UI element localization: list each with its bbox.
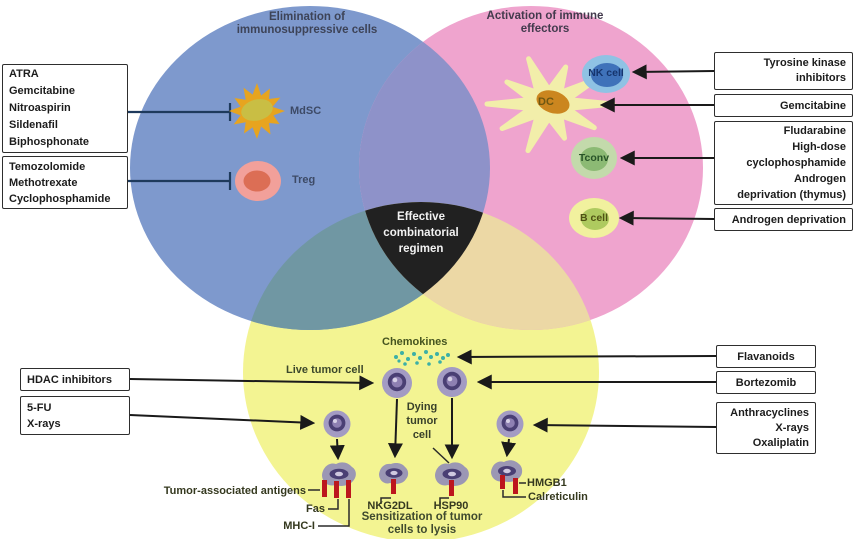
arrow-right-down: [501, 438, 517, 458]
sensitization-label: Sensitization of tumor cells to lysis: [361, 511, 483, 536]
pointer-lines: [308, 447, 526, 527]
tumor-cell-right: [496, 410, 524, 438]
calreticulin-label: Calreticulin: [528, 491, 588, 503]
box-flavanoids: Flavanoids: [716, 345, 816, 368]
dc-label: DC: [538, 96, 554, 108]
b-cell-nucleus: [581, 208, 609, 230]
box-hdac-inhibitors: HDAC inhibitors: [20, 368, 130, 391]
nk-cell-label: NK cell: [588, 67, 624, 79]
b-cell-label: B cell: [579, 212, 608, 224]
dying-arrows: [329, 398, 517, 461]
calreticulin-bar: [500, 475, 505, 489]
dying-tumor-cell-label: Dying tumor cell: [406, 401, 438, 441]
pointer-dying-cell: [432, 447, 450, 464]
pointer-hsp90: [439, 497, 449, 504]
box-gemcitabine: Gemcitabine: [714, 94, 853, 117]
box-5fu-xrays: 5-FU X-rays: [20, 396, 130, 435]
box-temozolomide-group: Temozolomide Methotrexate Cyclophosphami…: [2, 156, 128, 209]
center-region-label: Effective combinatorial regimen: [383, 211, 459, 255]
arrow-andro-to-bcell: [618, 210, 715, 226]
tumor-associated-antigens-label: Tumor-associated antigens: [163, 485, 306, 497]
blue-yellow-overlap: [243, 202, 490, 330]
box-atra-group: ATRA Gemcitabine Nitroaspirin Sildenafil…: [2, 64, 128, 153]
live-tumor-cell-2: [437, 367, 467, 397]
hmgb1-bar: [513, 478, 518, 494]
pointer-nkg2dl: [380, 497, 391, 504]
arrow-live1-down: [387, 398, 403, 459]
box-bortezomib: Bortezomib: [716, 371, 816, 394]
mdsc-nucleus: [241, 99, 273, 121]
chemokine-dots: [394, 350, 450, 366]
arrow-tki-to-nk: [631, 64, 715, 80]
dying-tumor-cell-4: [491, 460, 523, 482]
arrow-5fu-to-cell: [129, 414, 316, 430]
right-arrows: [599, 64, 715, 226]
dc-nucleus: [536, 90, 570, 114]
hmgb1-label: HMGB1: [527, 477, 567, 489]
dying-tumor-cell-2: [379, 463, 409, 484]
pink-circle-title: Activation of immune effectors: [486, 10, 604, 35]
nk-cell-nucleus: [591, 63, 623, 87]
taa-bar-2: [334, 481, 339, 498]
treg-nucleus: [243, 170, 271, 192]
taa-bar-1: [322, 480, 327, 497]
blue-circle-title: Elimination of immunosuppressive cells: [236, 11, 378, 36]
live-tumor-cell-label: Live tumor cell: [286, 364, 364, 376]
pointer-fas: [328, 499, 339, 510]
mhc1-label: MHC-I: [283, 520, 315, 532]
nkg2dl-label: NKG2DL: [367, 500, 413, 512]
chemokines-label: Chemokines: [382, 336, 448, 348]
tconv-label: Tconv: [578, 152, 610, 164]
box-androgen-deprivation: Androgen deprivation: [714, 208, 853, 231]
treg-label: Treg: [292, 174, 316, 186]
tconv-nucleus: [580, 147, 608, 171]
hsp90-bar: [449, 480, 454, 496]
pointer-calreticulin: [502, 490, 526, 498]
pointer-mhc: [318, 499, 350, 527]
mdsc-label: MdSC: [290, 105, 322, 117]
box-anthracyclines-group: Anthracyclines X-rays Oxaliplatin: [716, 402, 816, 454]
live-tumor-cell-1: [382, 368, 412, 398]
receptor-bars: [322, 475, 518, 498]
arrow-left-down: [329, 438, 345, 461]
taa-bar-3: [346, 480, 351, 498]
bottom-arrows: [129, 349, 717, 433]
box-tyrosine-kinase-inhibitors: Tyrosine kinase inhibitors: [714, 52, 853, 90]
pink-yellow-overlap: [359, 202, 599, 330]
fas-label: Fas: [306, 503, 325, 515]
hsp90-label: HSP90: [433, 500, 469, 512]
arrow-hdac-to-cell: [129, 375, 375, 391]
nkg2dl-bar: [391, 479, 396, 494]
box-fludarabine-group: Fludarabine High-dose cyclophosphamide A…: [714, 121, 853, 205]
arrow-flav-to-chemokines: [456, 349, 717, 365]
dying-tumor-cell-3: [435, 462, 469, 486]
inhibition-lines: [128, 103, 232, 190]
arrow-anth-to-cell: [532, 417, 717, 433]
tumor-cell-left: [323, 410, 351, 438]
